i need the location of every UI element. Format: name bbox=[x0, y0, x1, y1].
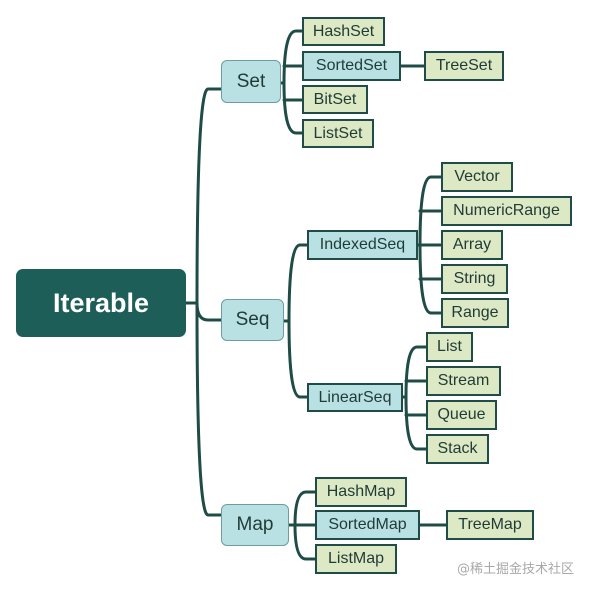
hashset-node: HashSet bbox=[302, 17, 385, 46]
linearseq-node: LinearSeq bbox=[307, 383, 403, 412]
set-node: Set bbox=[221, 60, 281, 103]
watermark: @稀土掘金技术社区 bbox=[456, 562, 574, 577]
edge-root-trunk bbox=[184, 87, 223, 517]
seq-node: Seq bbox=[221, 299, 284, 341]
range-node: Range bbox=[441, 298, 509, 328]
array-node: Array bbox=[441, 230, 503, 260]
iterable-root-node: Iterable bbox=[16, 269, 186, 337]
edge-map-children bbox=[287, 490, 317, 561]
numericrange-node: NumericRange bbox=[441, 196, 572, 226]
bitset-node: BitSet bbox=[302, 85, 368, 114]
edge-indexedseq-children bbox=[416, 175, 443, 315]
hashmap-node: HashMap bbox=[315, 477, 407, 507]
map-node: Map bbox=[221, 504, 289, 546]
edge-set-children bbox=[279, 29, 304, 135]
sortedset-node: SortedSet bbox=[302, 51, 401, 81]
indexedseq-node: IndexedSeq bbox=[307, 230, 418, 260]
string-node: String bbox=[441, 264, 508, 294]
stream-node: Stream bbox=[426, 366, 501, 396]
edge-seq-children bbox=[282, 243, 309, 399]
list-node: List bbox=[426, 332, 473, 362]
vector-node: Vector bbox=[441, 162, 513, 192]
treeset-node: TreeSet bbox=[424, 51, 504, 81]
stack-node: Stack bbox=[426, 434, 489, 464]
edge-linearseq-children bbox=[401, 345, 428, 451]
listset-node: ListSet bbox=[302, 119, 374, 148]
treemap-node: TreeMap bbox=[446, 510, 534, 540]
listmap-node: ListMap bbox=[315, 544, 397, 574]
queue-node: Queue bbox=[426, 400, 497, 430]
sortedmap-node: SortedMap bbox=[315, 510, 420, 540]
